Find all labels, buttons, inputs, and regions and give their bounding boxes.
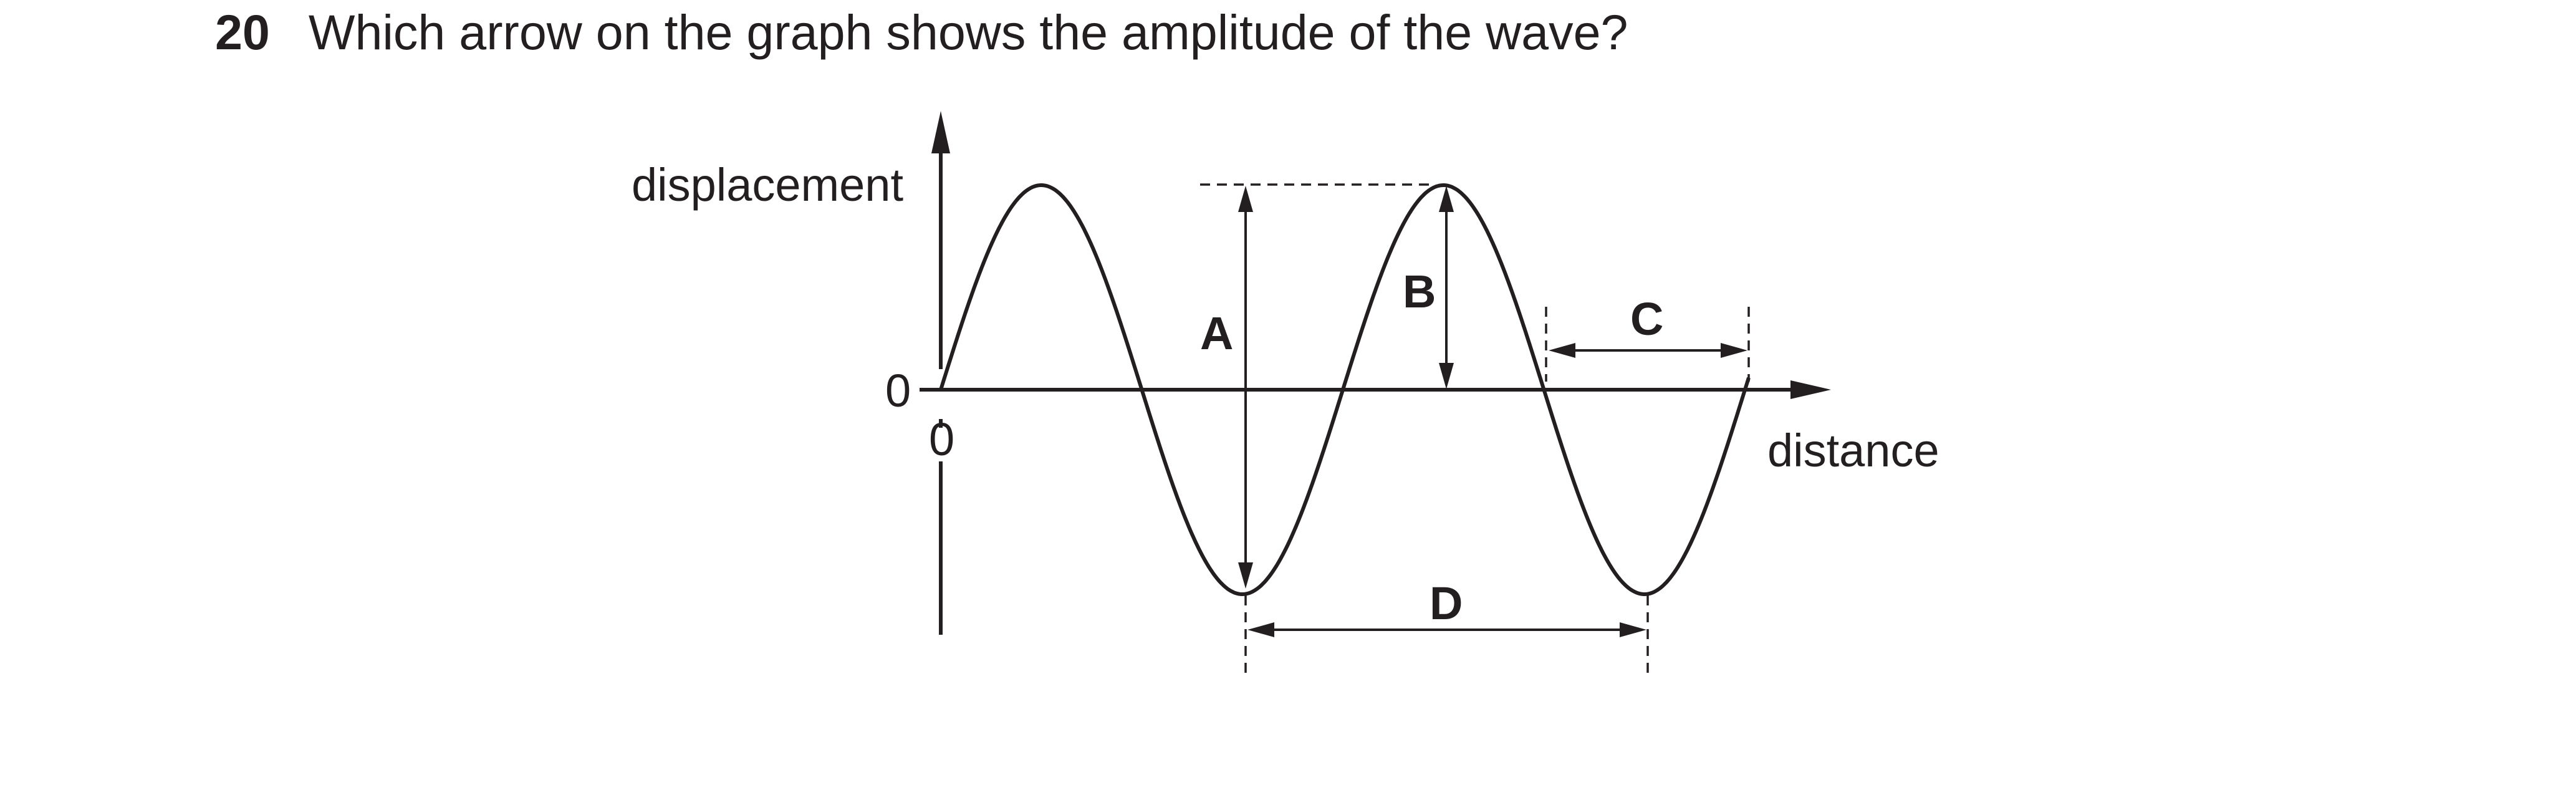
y-axis [920,111,950,635]
x-axis-arrowhead [1790,380,1831,399]
guide-lines [1200,183,1750,673]
question-number: 20 [215,4,270,60]
arrow-a [1238,186,1253,589]
arrow-c [1549,343,1747,358]
question-text: Which arrow on the graph shows the ampli… [308,4,1628,60]
y-origin-label: 0 [885,365,911,417]
arrow-b-label: B [1403,266,1436,317]
y-axis-label: displacement [632,159,903,211]
x-origin-label: 0 [929,413,954,465]
y-axis-arrowhead [931,111,950,153]
arrow-b [1439,186,1454,389]
arrow-d [1247,622,1646,637]
question: 20 Which arrow on the graph shows the amp… [215,2,1628,62]
arrow-c-label: C [1630,293,1663,345]
x-axis [941,380,1831,399]
wave-curve [939,183,1751,596]
x-axis-label: distance [1767,425,1939,476]
arrow-a-label: A [1200,307,1233,359]
arrow-d-label: D [1430,577,1463,629]
